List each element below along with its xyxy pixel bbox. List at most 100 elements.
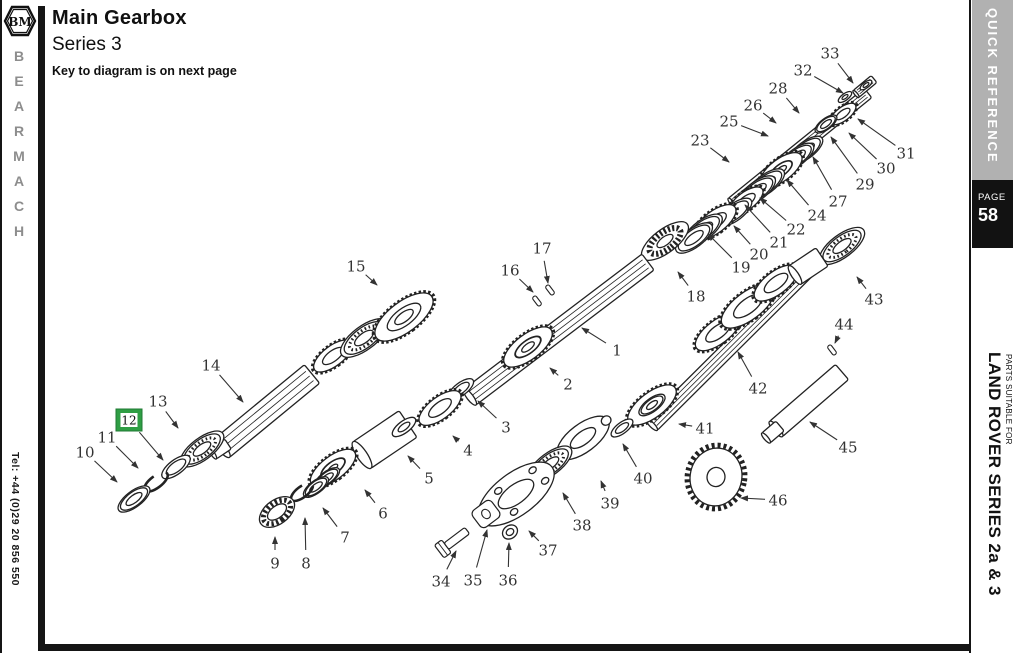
part-label-31: 31 — [896, 145, 915, 163]
leader-line-3 — [477, 400, 497, 419]
part-label-7: 7 — [340, 529, 350, 547]
page-left-edge — [0, 0, 2, 653]
leader-line-44 — [834, 335, 841, 344]
leader-line-36 — [505, 542, 512, 568]
leader-line-1 — [581, 327, 607, 344]
brand-letter-7: H — [13, 223, 25, 239]
phone-number: Tel: +44 (0)29 20 856 550 — [9, 452, 21, 587]
part-label-29: 29 — [855, 176, 874, 194]
part-label-27: 27 — [828, 193, 847, 211]
part-label-25: 25 — [719, 113, 738, 131]
leader-line-28 — [785, 97, 800, 114]
part-label-26: 26 — [743, 97, 762, 115]
series-title: LAND ROVER SERIES 2a & 3 — [985, 352, 1004, 596]
brand-letter-4: M — [13, 148, 25, 164]
leader-line-8 — [302, 517, 309, 551]
leader-line-26 — [762, 112, 777, 124]
page-label: PAGE — [978, 192, 1006, 203]
brand-letter-5: A — [13, 173, 25, 189]
leader-line-27 — [812, 156, 833, 190]
part-label-22: 22 — [786, 221, 805, 239]
page-number: 58 — [978, 205, 999, 225]
part-label-14: 14 — [201, 357, 220, 375]
part-label-19: 19 — [731, 259, 750, 277]
part-label-24: 24 — [807, 207, 826, 225]
leader-line-37 — [528, 530, 540, 542]
leader-line-33 — [837, 62, 854, 84]
part-label-44: 44 — [834, 316, 853, 334]
part-label-10: 10 — [75, 444, 94, 462]
part-label-16: 16 — [500, 262, 519, 280]
part-label-21: 21 — [769, 234, 788, 252]
sidebar-divider — [969, 0, 971, 653]
leader-line-30 — [848, 132, 877, 160]
leader-line-2 — [549, 367, 559, 376]
leader-line-41 — [678, 422, 693, 429]
brand-letter-2: A — [13, 98, 25, 114]
key-note: Key to diagram is on next page — [52, 64, 237, 78]
leader-line-13 — [165, 411, 179, 429]
leader-line-46 — [740, 495, 766, 502]
leader-line-14 — [219, 374, 244, 403]
part-label-32: 32 — [793, 62, 812, 80]
part-label-35: 35 — [463, 572, 482, 590]
leader-line-31 — [857, 118, 896, 146]
part-label-18: 18 — [686, 288, 705, 306]
part-label-23: 23 — [690, 132, 709, 150]
brand-letter-1: E — [14, 73, 24, 89]
part-label-4: 4 — [463, 442, 473, 460]
bearmach-logo: BM — [3, 5, 37, 42]
part-label-5: 5 — [424, 470, 434, 488]
part-label-2: 2 — [563, 376, 573, 394]
highlight-chip-12 — [120, 413, 138, 427]
part-label-37: 37 — [538, 542, 557, 560]
leader-line-43 — [856, 276, 867, 290]
leader-line-12 — [138, 431, 164, 461]
part-label-3: 3 — [501, 419, 511, 437]
part-label-12[interactable]: 12 — [121, 414, 136, 428]
part-label-39: 39 — [600, 495, 619, 513]
leader-line-25 — [740, 125, 769, 137]
part-label-15: 15 — [346, 258, 365, 276]
leader-line-35 — [475, 529, 489, 568]
leader-line-18 — [677, 271, 689, 286]
part-label-9: 9 — [270, 555, 280, 573]
part-label-8: 8 — [301, 555, 311, 573]
part-label-33: 33 — [820, 45, 839, 63]
leader-line-22 — [759, 197, 787, 221]
part-label-46: 46 — [768, 492, 787, 510]
part-label-11: 11 — [97, 429, 116, 447]
part-label-28: 28 — [768, 80, 787, 98]
brand-letter-6: C — [13, 198, 25, 214]
leader-line-34 — [446, 550, 457, 570]
leader-line-19 — [707, 233, 733, 259]
parts-suitable-label: PARTS SUITABLE FOR — [1004, 354, 1013, 445]
leader-line-32 — [813, 76, 844, 94]
leader-line-45 — [809, 421, 838, 441]
part-label-13: 13 — [148, 393, 167, 411]
part-label-20: 20 — [749, 246, 768, 264]
content-bottom-rule — [38, 644, 969, 651]
leader-line-6 — [364, 489, 376, 504]
part-label-34: 34 — [431, 573, 450, 591]
part-label-43: 43 — [864, 291, 883, 309]
page-title: Main Gearbox — [52, 7, 187, 29]
leader-line-16 — [519, 278, 534, 293]
leader-line-21 — [744, 204, 771, 233]
series-banner: PARTS SUITABLE FOR LAND ROVER SERIES 2a … — [970, 352, 1013, 652]
logo-text: BM — [8, 15, 31, 29]
leader-line-24 — [786, 179, 809, 206]
leader-line-23 — [710, 147, 730, 163]
leader-line-15 — [365, 274, 378, 286]
leader-line-7 — [322, 507, 338, 527]
leader-line-39 — [600, 480, 607, 492]
part-label-30: 30 — [876, 160, 895, 178]
part-label-6: 6 — [378, 505, 388, 523]
quick-reference-tab[interactable]: QUICK REFERENCE — [972, 0, 1013, 180]
leader-line-20 — [733, 225, 751, 245]
part-label-38: 38 — [572, 517, 591, 535]
part-label-36: 36 — [498, 572, 517, 590]
